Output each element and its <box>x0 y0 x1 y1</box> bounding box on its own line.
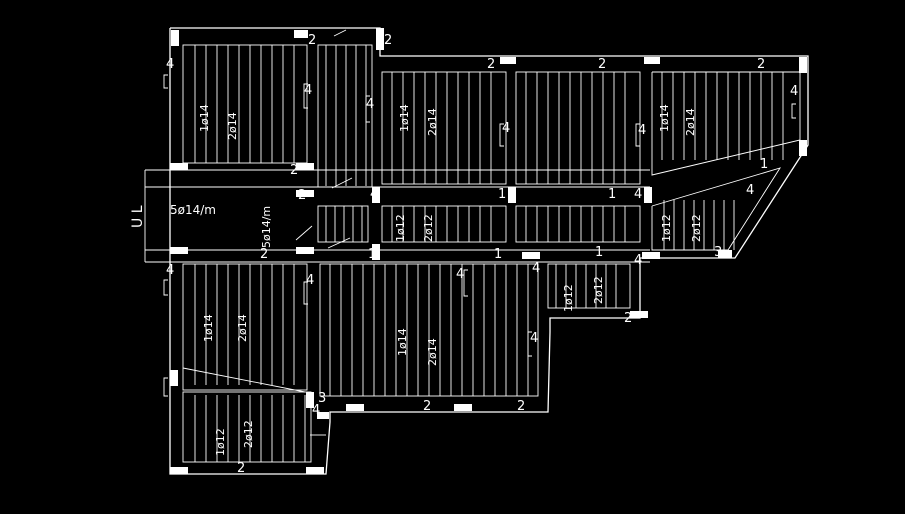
label-2d14-c: 2ø14 <box>684 108 697 136</box>
svg-text:2: 2 <box>237 461 245 476</box>
svg-text:2: 2 <box>487 57 495 72</box>
label-1d14-d: 1ø14 <box>202 314 215 342</box>
svg-text:1: 1 <box>608 187 616 202</box>
label-1d14-c: 1ø14 <box>658 104 671 132</box>
svg-text:3: 3 <box>318 391 326 406</box>
bracket-marks <box>163 29 796 397</box>
svg-text:4: 4 <box>790 84 798 99</box>
svg-text:2: 2 <box>757 57 765 72</box>
label-2d14-d: 2ø14 <box>236 314 249 342</box>
label-5d14m-h: 5ø14/m <box>170 203 216 217</box>
label-1d14-e: 1ø14 <box>396 328 409 356</box>
columns <box>170 28 807 474</box>
slab-outlines <box>144 27 809 475</box>
svg-text:3: 3 <box>714 245 722 260</box>
svg-text:4: 4 <box>312 403 320 418</box>
svg-text:2: 2 <box>517 399 525 414</box>
svg-text:4: 4 <box>370 187 378 202</box>
svg-text:2: 2 <box>298 188 306 203</box>
svg-text:1: 1 <box>595 245 603 260</box>
svg-text:2: 2 <box>423 399 431 414</box>
svg-text:2: 2 <box>598 57 606 72</box>
svg-text:4: 4 <box>166 57 174 72</box>
svg-text:2: 2 <box>308 33 316 48</box>
label-2d14-b: 2ø14 <box>426 108 439 136</box>
label-2d12-b: 2ø12 <box>690 214 703 242</box>
svg-text:2: 2 <box>290 163 298 178</box>
svg-text:4: 4 <box>306 273 314 288</box>
label-5d14m-v: 5ø14/m <box>260 206 273 248</box>
label-2d14-e: 2ø14 <box>426 338 439 366</box>
svg-text:1: 1 <box>498 187 506 202</box>
svg-text:4: 4 <box>304 83 312 98</box>
bar-count-labels: 4 2 2 4 4 2 2 2 4 4 4 2 2 4 1 1 4 1 4 2 … <box>166 33 798 476</box>
svg-text:4: 4 <box>530 331 538 346</box>
svg-text:4: 4 <box>634 187 642 202</box>
svg-text:1: 1 <box>494 247 502 262</box>
svg-text:4: 4 <box>638 123 646 138</box>
label-2d12-a: 2ø12 <box>422 214 435 242</box>
label-1d12-a: 1ø12 <box>394 214 407 242</box>
svg-text:2: 2 <box>624 311 632 326</box>
label-2d12-c: 2ø12 <box>592 276 605 304</box>
svg-text:4: 4 <box>366 97 374 112</box>
label-1d14-a: 1ø14 <box>198 104 211 132</box>
rebar-hatching <box>194 45 784 462</box>
svg-text:2: 2 <box>260 247 268 262</box>
section-mark: U L <box>130 205 146 228</box>
label-1d14-b: 1ø14 <box>398 104 411 132</box>
svg-text:4: 4 <box>746 183 754 198</box>
label-1d12-c: 1ø12 <box>562 284 575 312</box>
label-2d12-d: 2ø12 <box>242 420 255 448</box>
svg-text:4: 4 <box>532 261 540 276</box>
svg-text:4: 4 <box>166 263 174 278</box>
svg-text:1: 1 <box>760 157 768 172</box>
svg-text:2: 2 <box>384 33 392 48</box>
rebar-labels: 1ø14 2ø14 1ø14 2ø14 1ø14 2ø14 1ø12 2ø12 … <box>130 104 703 456</box>
svg-text:1: 1 <box>368 247 376 262</box>
svg-text:4: 4 <box>634 253 642 268</box>
label-1d12-b: 1ø12 <box>660 214 673 242</box>
svg-text:4: 4 <box>502 121 510 136</box>
label-2d14-a: 2ø14 <box>226 112 239 140</box>
svg-text:4: 4 <box>456 267 464 282</box>
label-1d12-d: 1ø12 <box>214 428 227 456</box>
